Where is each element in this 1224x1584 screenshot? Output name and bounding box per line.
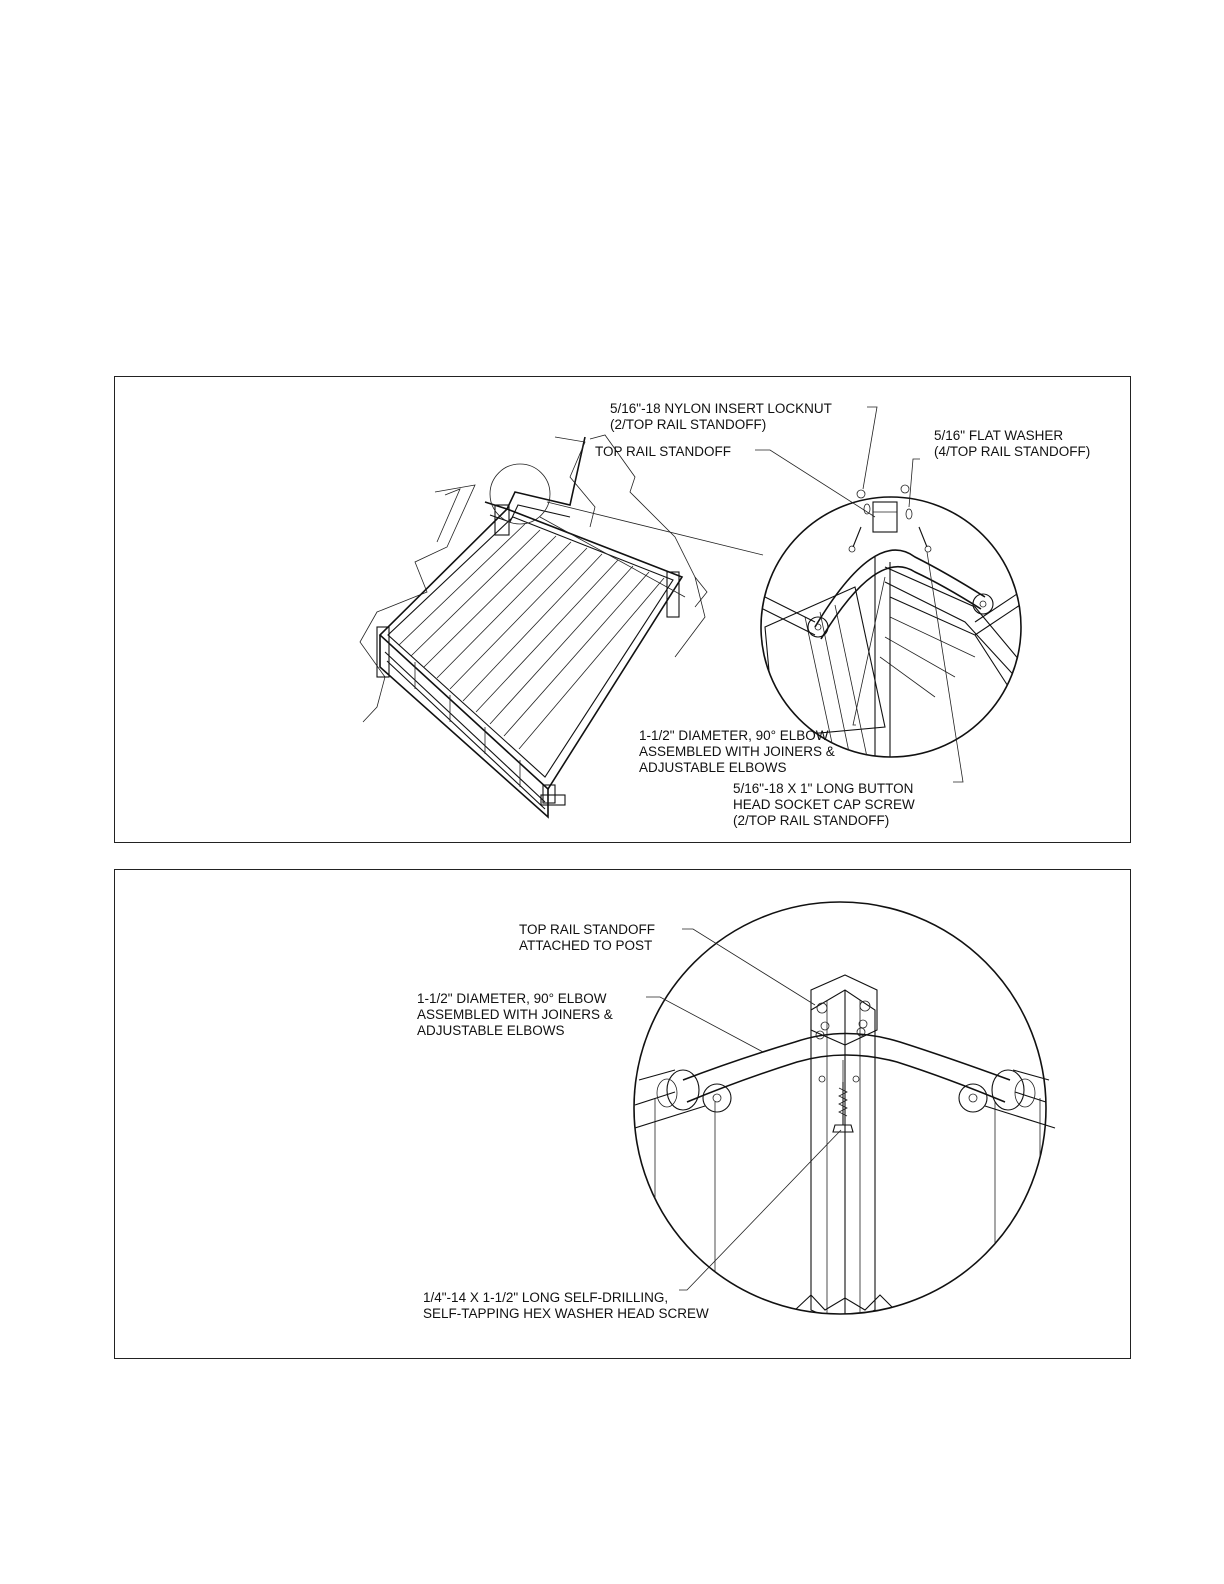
callout-cap-screw: 5/16"-18 X 1" LONG BUTTON HEAD SOCKET CA… bbox=[733, 781, 919, 828]
callout-top-rail-standoff: TOP RAIL STANDOFF bbox=[595, 444, 731, 459]
callout-leaders bbox=[755, 406, 964, 783]
callout-locknut: 5/16"-18 NYLON INSERT LOCKNUT (2/TOP RAI… bbox=[610, 401, 835, 432]
callout-standoff-attached: TOP RAIL STANDOFF ATTACHED TO POST bbox=[519, 922, 659, 953]
standoff-post-attachment-diagram: TOP RAIL STANDOFF ATTACHED TO POST 1-1/2… bbox=[417, 901, 1056, 1321]
detail-panel-top: 5/16"-18 NYLON INSERT LOCKNUT (2/TOP RAI… bbox=[114, 376, 1131, 843]
top-rail-standoff-diagram: 5/16"-18 NYLON INSERT LOCKNUT (2/TOP RAI… bbox=[359, 401, 1090, 828]
magnified-post-detail bbox=[633, 901, 1056, 1315]
callout-elbow: 1-1/2" DIAMETER, 90° ELBOW ASSEMBLED WIT… bbox=[417, 991, 617, 1038]
magnified-detail-circle bbox=[760, 484, 1022, 758]
callout-self-drilling-screw: 1/4"-14 X 1-1/2" LONG SELF-DRILLING, SEL… bbox=[423, 1290, 709, 1321]
detail-panel-bottom: TOP RAIL STANDOFF ATTACHED TO POST 1-1/2… bbox=[114, 869, 1131, 1359]
callout-flat-washer: 5/16" FLAT WASHER (4/TOP RAIL STANDOFF) bbox=[934, 428, 1090, 459]
callout-leaders bbox=[646, 928, 842, 1291]
callout-elbow: 1-1/2" DIAMETER, 90° ELBOW ASSEMBLED WIT… bbox=[639, 728, 839, 775]
platform-overview-drawing bbox=[359, 434, 764, 819]
